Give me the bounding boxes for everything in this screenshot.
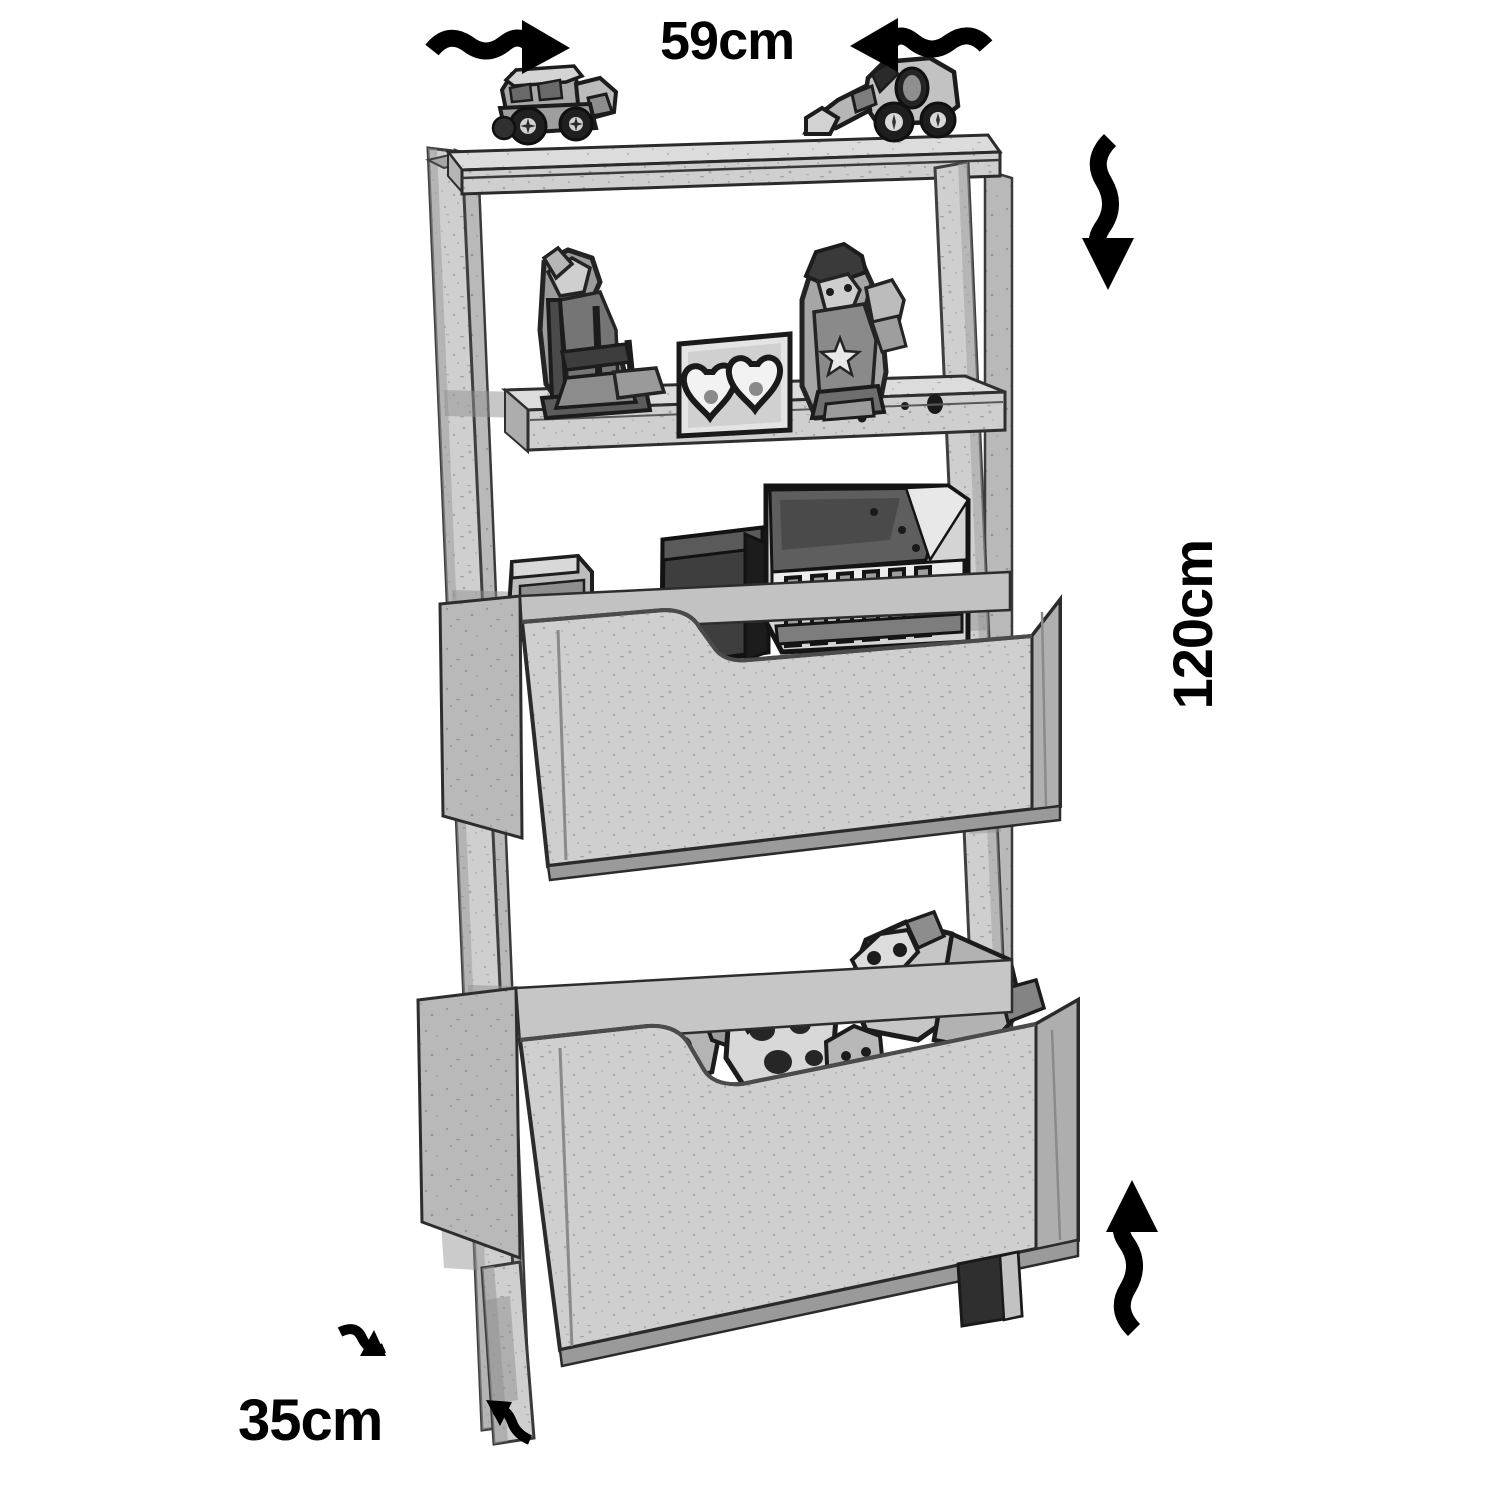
figurine-clown-right <box>799 241 908 422</box>
rear-right-foot <box>956 1250 1024 1328</box>
width-arrow-right <box>850 18 993 72</box>
width-dimension-label: 59cm <box>660 11 795 71</box>
depth-arrow-upper <box>337 1324 386 1356</box>
depth-dimension-label: 35cm <box>238 1388 383 1453</box>
depth-arrow-lower <box>486 1400 533 1445</box>
figurine-clown-left <box>537 245 667 421</box>
height-dimension-label-wrap: 120cm <box>1160 540 1224 800</box>
heart-picture-frame <box>676 331 793 439</box>
width-arrow-left <box>425 20 570 74</box>
top-shelf-board <box>445 133 1003 196</box>
height-arrow-top <box>1082 133 1134 290</box>
front-left-foot <box>480 1260 536 1446</box>
height-dimension-label: 120cm <box>1161 540 1224 710</box>
height-arrow-bottom <box>1106 1180 1158 1337</box>
toy-front-loader <box>802 55 961 143</box>
tier-middle-bin <box>438 570 1062 882</box>
book-large-illustrated <box>763 483 971 655</box>
tier-bottom-bin <box>416 958 1080 1368</box>
toy-tractor <box>491 64 619 146</box>
